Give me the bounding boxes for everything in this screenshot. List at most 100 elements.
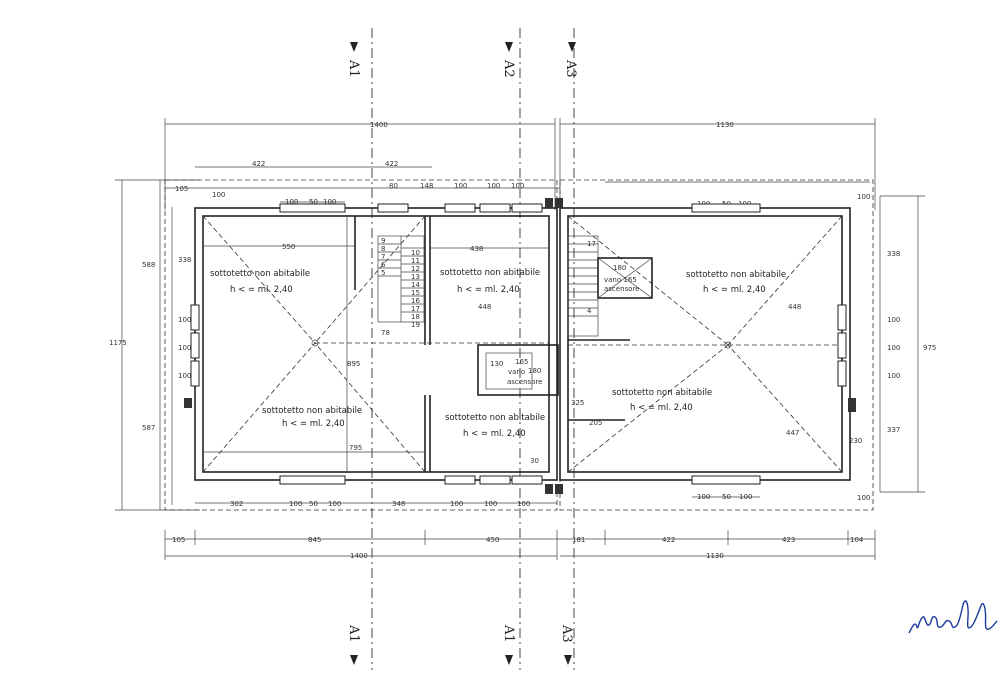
stairs-left: 9 8 7 6 5 10 11 12 13 14 15 16 17 18 19 … xyxy=(377,235,425,337)
roof-hips xyxy=(202,215,843,473)
room-top-right: sottotetto non abitabile h < = ml. 2,40 xyxy=(686,270,786,295)
svg-text:A1: A1 xyxy=(346,59,361,78)
svg-text:vano 165: vano 165 xyxy=(604,276,637,284)
svg-text:sottotetto non abitabile: sottotetto non abitabile xyxy=(445,413,545,423)
svg-text:50: 50 xyxy=(722,493,731,501)
svg-text:80: 80 xyxy=(389,182,398,190)
svg-text:sottotetto non abitabile: sottotetto non abitabile xyxy=(686,270,786,280)
svg-text:A2: A2 xyxy=(501,59,516,78)
svg-text:100: 100 xyxy=(289,500,302,508)
svg-text:sottotetto non abitabile: sottotetto non abitabile xyxy=(262,406,362,416)
svg-text:78: 78 xyxy=(381,329,390,337)
section-marker-a1-bottom: A1 xyxy=(346,624,361,665)
svg-text:sottotetto non abitabile: sottotetto non abitabile xyxy=(612,388,712,398)
svg-text:1400: 1400 xyxy=(350,552,368,560)
svg-text:302: 302 xyxy=(230,500,243,508)
chimney-marks xyxy=(184,198,856,494)
svg-text:181: 181 xyxy=(572,536,585,544)
section-marker-a1-bottom-2: A1 xyxy=(501,624,516,665)
room-bottom-center: sottotetto non abitabile h < = ml. 2,40 xyxy=(445,413,545,439)
svg-text:100: 100 xyxy=(450,500,463,508)
svg-text:10: 10 xyxy=(411,249,420,257)
svg-text:205: 205 xyxy=(589,419,602,427)
svg-text:100: 100 xyxy=(454,182,467,190)
svg-text:165: 165 xyxy=(515,358,528,366)
svg-text:105: 105 xyxy=(175,185,188,193)
svg-text:100: 100 xyxy=(887,344,900,352)
svg-text:100: 100 xyxy=(328,500,341,508)
svg-text:230: 230 xyxy=(849,437,862,445)
svg-text:105: 105 xyxy=(172,536,185,544)
svg-text:100: 100 xyxy=(857,494,870,502)
svg-text:A3: A3 xyxy=(563,59,578,78)
svg-text:100: 100 xyxy=(178,316,191,324)
svg-text:100: 100 xyxy=(857,193,870,201)
svg-text:50: 50 xyxy=(309,198,318,206)
svg-text:h < = ml. 2,40: h < = ml. 2,40 xyxy=(630,403,693,413)
section-marker-a3-bottom: A3 xyxy=(559,624,574,665)
svg-text:h < = ml. 2,40: h < = ml. 2,40 xyxy=(230,285,293,295)
svg-text:588: 588 xyxy=(142,261,155,269)
svg-text:9: 9 xyxy=(381,237,385,245)
svg-text:17: 17 xyxy=(587,240,596,248)
svg-text:8: 8 xyxy=(381,245,385,253)
svg-text:1175: 1175 xyxy=(109,339,127,347)
room-bottom-left: sottotetto non abitabile h < = ml. 2,40 xyxy=(262,406,362,429)
svg-text:h < = ml. 2,40: h < = ml. 2,40 xyxy=(457,285,520,295)
svg-text:100: 100 xyxy=(212,191,225,199)
svg-text:5: 5 xyxy=(381,269,385,277)
svg-text:30: 30 xyxy=(530,457,539,465)
stairs-right: 17 4 xyxy=(567,235,599,337)
svg-text:100: 100 xyxy=(285,198,298,206)
svg-text:A1: A1 xyxy=(501,624,516,643)
svg-text:447: 447 xyxy=(786,429,799,437)
svg-text:180: 180 xyxy=(528,367,541,375)
svg-text:13: 13 xyxy=(411,273,420,281)
svg-text:A1: A1 xyxy=(346,624,361,643)
svg-text:100: 100 xyxy=(887,372,900,380)
svg-text:148: 148 xyxy=(420,182,433,190)
svg-text:50: 50 xyxy=(309,500,318,508)
svg-text:100: 100 xyxy=(697,493,710,501)
bottom-dimensions: 302 100 50 100 348 100 100 100 100 50 10… xyxy=(164,493,876,560)
svg-text:17: 17 xyxy=(411,305,420,313)
svg-text:100: 100 xyxy=(511,182,524,190)
svg-text:337: 337 xyxy=(887,426,900,434)
svg-text:6: 6 xyxy=(381,261,386,269)
section-lines xyxy=(371,28,575,670)
svg-text:100: 100 xyxy=(178,344,191,352)
svg-text:h < = ml. 2,40: h < = ml. 2,40 xyxy=(282,419,345,429)
section-marker-a2-top: A2 xyxy=(501,42,516,78)
svg-text:vano: vano xyxy=(508,368,525,376)
svg-text:423: 423 xyxy=(782,536,795,544)
section-marker-a1-top: A1 xyxy=(346,42,361,78)
svg-text:975: 975 xyxy=(923,344,936,352)
room-top-center: sottotetto non abitabile h < = ml. 2,40 xyxy=(440,268,540,295)
svg-text:15: 15 xyxy=(411,289,420,297)
right-dimensions: 975 338 100 100 100 337 230 100 100 xyxy=(849,193,936,502)
svg-text:1130: 1130 xyxy=(716,121,734,129)
svg-text:450: 450 xyxy=(486,536,499,544)
svg-text:100: 100 xyxy=(178,372,191,380)
svg-text:130: 130 xyxy=(490,360,503,368)
svg-text:19: 19 xyxy=(411,321,420,329)
svg-text:325: 325 xyxy=(571,399,584,407)
room-top-left: sottotetto non abitabile h < = ml. 2,40 xyxy=(210,269,310,295)
signature xyxy=(908,600,998,634)
svg-text:4: 4 xyxy=(587,307,592,315)
svg-text:sottotetto non abitabile: sottotetto non abitabile xyxy=(210,269,310,279)
svg-text:A3: A3 xyxy=(559,624,574,643)
svg-text:104: 104 xyxy=(850,536,864,544)
svg-text:14: 14 xyxy=(411,281,420,289)
left-dimensions: 1175 588 587 338 100 100 100 xyxy=(109,179,200,511)
lift-shaft-center: 130 165 vano 180 ascensore xyxy=(477,344,559,396)
svg-text:422: 422 xyxy=(662,536,675,544)
svg-text:100: 100 xyxy=(484,500,497,508)
svg-text:100: 100 xyxy=(323,198,336,206)
svg-text:845: 845 xyxy=(308,536,321,544)
svg-text:422: 422 xyxy=(252,160,265,168)
svg-text:795: 795 xyxy=(349,444,362,452)
windows xyxy=(190,203,847,485)
svg-text:h < = ml. 2,40: h < = ml. 2,40 xyxy=(463,429,526,439)
